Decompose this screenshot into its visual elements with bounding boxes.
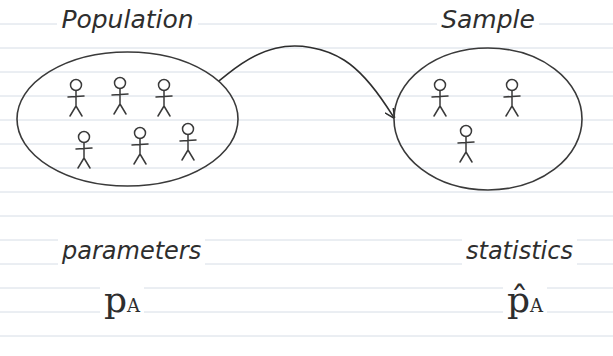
group-ellipse: Sample	[392, 4, 584, 192]
stick-figure	[458, 126, 474, 163]
curved-arrow	[219, 46, 394, 117]
ellipse-outline	[15, 50, 240, 188]
stick-figure	[112, 78, 128, 115]
stick-figure	[180, 124, 196, 161]
ruled-lines	[0, 24, 613, 336]
ellipse	[394, 48, 582, 190]
stick-figure	[504, 80, 520, 117]
group-heading: Sample	[437, 4, 539, 36]
stick-figure	[68, 80, 84, 117]
group-ellipse: Population	[15, 4, 240, 188]
node-texts: Population	[15, 4, 240, 36]
group-heading: Population	[57, 4, 197, 36]
annotation-word: parameters	[58, 236, 205, 266]
ellipse-outline	[392, 46, 584, 192]
node-texts: Sample	[392, 4, 584, 36]
stick-figure	[132, 128, 148, 165]
ellipse	[17, 52, 238, 186]
stick-figure	[156, 80, 172, 117]
symbol-label: p̂A	[503, 280, 547, 326]
symbol-label: pA	[100, 280, 144, 326]
stick-figure	[432, 80, 448, 117]
population-figures	[68, 78, 196, 169]
sample-figures	[432, 80, 520, 163]
stick-figure	[76, 132, 92, 169]
annotation-word: statistics	[462, 236, 577, 266]
